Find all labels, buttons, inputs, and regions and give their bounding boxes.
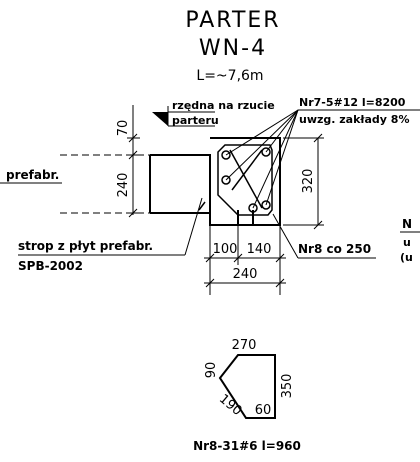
dim-100: 100 bbox=[213, 242, 238, 257]
dim-320: 320 bbox=[301, 169, 316, 194]
title-line-1: PARTER bbox=[185, 8, 280, 33]
bent-bar-label: Nr8-31#6 l=960 bbox=[193, 439, 301, 453]
dim-350: 350 bbox=[280, 374, 295, 399]
slab-leader bbox=[18, 197, 203, 256]
dim-240-vertical: 240 bbox=[116, 173, 131, 198]
dim-140: 140 bbox=[247, 242, 272, 257]
right-cut-label-1: N bbox=[402, 217, 412, 231]
slab-label-line2: SPB-2002 bbox=[18, 259, 83, 273]
stirrup-spacing-label: Nr8 co 250 bbox=[298, 242, 371, 256]
length-note: L=~7,6m bbox=[196, 68, 263, 84]
left-dimension-lines bbox=[127, 105, 140, 218]
dim-240-horizontal: 240 bbox=[233, 267, 258, 282]
level-triangle-icon bbox=[152, 112, 168, 126]
rebar-leaders bbox=[225, 109, 420, 209]
bottom-dimension-lines bbox=[204, 225, 286, 295]
level-label-line2: parteru bbox=[172, 114, 219, 127]
dim-270: 270 bbox=[232, 338, 257, 353]
right-cut-label-3: (u bbox=[400, 251, 413, 264]
level-label-line1: rzędna na rzucie bbox=[172, 99, 275, 112]
rebar-label-line1: Nr7-5#12 l=8200 bbox=[299, 96, 406, 109]
bent-bar-shape bbox=[218, 354, 276, 419]
title-line-2: WN-4 bbox=[199, 36, 267, 61]
dim-60: 60 bbox=[255, 403, 272, 418]
left-cut-label: prefabr. bbox=[6, 168, 59, 182]
slab-hidden-lines bbox=[60, 154, 150, 214]
right-dimension-lines bbox=[283, 133, 324, 230]
beam-outline bbox=[149, 137, 281, 226]
right-cut-label-2: u bbox=[403, 236, 411, 249]
rebar-label-line2: uwzg. zakłady 8% bbox=[299, 113, 409, 126]
dim-70: 70 bbox=[116, 120, 131, 137]
slab-label-line1: strop z płyt prefabr. bbox=[18, 239, 153, 253]
dim-190: 190 bbox=[216, 392, 245, 419]
dim-90: 90 bbox=[204, 362, 219, 379]
